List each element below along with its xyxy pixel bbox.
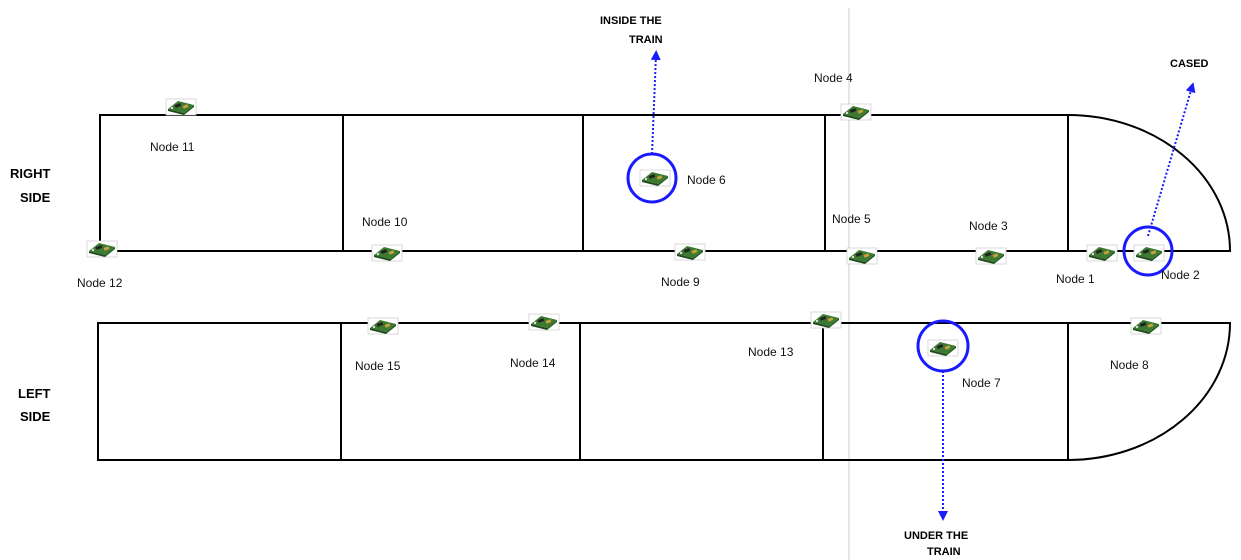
node-2-label: Node 2 <box>1161 268 1200 282</box>
node-7-label: Node 7 <box>962 376 1001 390</box>
inside-train-label: INSIDE THE TRAIN <box>600 15 663 46</box>
node-10-label: Node 10 <box>362 215 408 229</box>
svg-text:INSIDE THE: INSIDE THE <box>600 15 662 27</box>
node-5-label: Node 5 <box>832 212 871 226</box>
node-15-label: Node 15 <box>355 359 401 373</box>
node-2-board <box>1134 245 1164 261</box>
node-10-board <box>372 245 402 261</box>
right-side-label: RIGHT SIDE <box>10 166 51 205</box>
cased-label: CASED <box>1170 58 1209 70</box>
left-side-label: LEFT SIDE <box>18 386 51 424</box>
left-side-train <box>98 323 1230 460</box>
node-3-label: Node 3 <box>969 219 1008 233</box>
node-12-label: Node 12 <box>77 276 123 290</box>
node-1-label: Node 1 <box>1056 272 1095 286</box>
svg-text:SIDE: SIDE <box>20 409 51 424</box>
svg-text:LEFT: LEFT <box>18 386 51 401</box>
node-4-label: Node 4 <box>814 71 853 85</box>
node-6-board <box>640 170 670 186</box>
node-3-board <box>976 248 1006 264</box>
cased-arrow <box>1148 87 1192 236</box>
node-4-board <box>841 104 871 120</box>
node-12-board <box>87 241 117 257</box>
node-5-board <box>847 248 877 264</box>
svg-text:RIGHT: RIGHT <box>10 166 51 181</box>
node-1-board <box>1087 245 1117 261</box>
node-13-label: Node 13 <box>748 345 794 359</box>
node-15-board <box>368 318 398 334</box>
node-13-board <box>811 312 841 328</box>
node-8-label: Node 8 <box>1110 358 1149 372</box>
node-11-board <box>166 99 196 115</box>
svg-text:UNDER THE: UNDER THE <box>904 530 968 542</box>
node-11-label: Node 11 <box>150 140 195 154</box>
inside-train-arrow <box>652 55 656 154</box>
node-8-board <box>1131 318 1161 334</box>
node-14-board <box>529 314 559 330</box>
node-6-label: Node 6 <box>687 173 726 187</box>
node-9-board <box>675 244 705 260</box>
node-9-label: Node 9 <box>661 275 700 289</box>
under-train-label: UNDER THE TRAIN <box>904 530 968 558</box>
svg-text:TRAIN: TRAIN <box>927 546 961 558</box>
svg-text:SIDE: SIDE <box>20 190 51 205</box>
node-7-board <box>928 340 958 356</box>
svg-text:CASED: CASED <box>1170 58 1209 70</box>
node-14-label: Node 14 <box>510 356 556 370</box>
svg-text:TRAIN: TRAIN <box>629 34 663 46</box>
